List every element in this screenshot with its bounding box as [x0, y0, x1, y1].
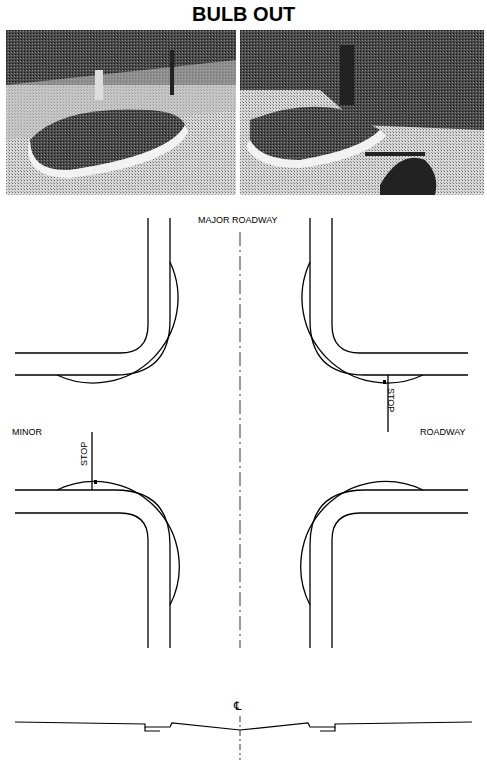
road-label: MINOR [12, 428, 42, 437]
cross-section [15, 716, 472, 760]
curb-lines [15, 218, 468, 648]
centerline-symbol: ℄ [234, 700, 242, 712]
photo-left [6, 30, 236, 195]
road-label: ROADWAY [420, 428, 466, 437]
stop-label: STOP [80, 442, 89, 466]
road-label: MAJOR ROADWAY [198, 216, 278, 225]
title: BULB OUT [192, 4, 295, 24]
photo-right [240, 30, 484, 195]
stop-label: STOP [386, 388, 395, 412]
